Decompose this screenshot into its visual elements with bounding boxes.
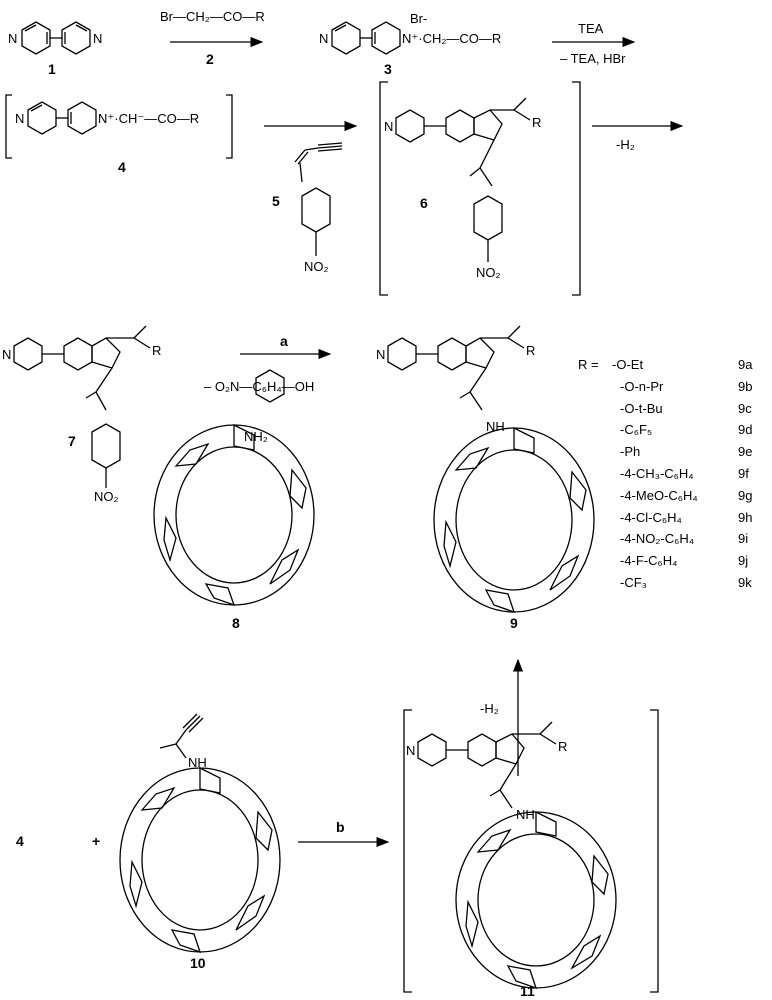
r-table-compound-id: 9k — [738, 575, 752, 590]
plus-sign: + — [92, 833, 101, 849]
r-table-compound-id: 9j — [738, 553, 749, 568]
r-group-6: R — [532, 115, 542, 130]
cyclodextrin-8-structure — [153, 423, 315, 607]
r-group-9: R — [526, 343, 536, 358]
nitro-7: NO₂ — [94, 489, 119, 504]
nitro-5: NO₂ — [304, 259, 329, 274]
r-table-substituent: -4-F-C₆H₄ — [620, 553, 678, 568]
r-table-compound-id: 9f — [738, 466, 749, 481]
r-table-compound-id: 9i — [738, 531, 749, 546]
n-label-1b: N — [93, 31, 103, 46]
compound-number-4-start: 4 — [16, 833, 24, 849]
r-table-substituent: -4-CH₃-C₆H₄ — [620, 466, 694, 481]
minus-h2-top: -H₂ — [616, 137, 635, 152]
n-plus-ch-4: N⁺·CH⁻—CO—R — [98, 111, 200, 126]
r-table-substituent: -CF₃ — [620, 575, 647, 590]
nitrophenol-leaving-group: – O₂N—C₆H₄—OH — [204, 379, 315, 394]
r-table-substituent: -4-NO₂-C₆H₄ — [620, 531, 695, 546]
r-table-substituent: -O-t-Bu — [620, 401, 663, 416]
n-label-3: N — [319, 31, 329, 46]
br-anion: Br- — [410, 11, 428, 26]
compound-4-structure — [5, 94, 233, 159]
r-table-substituent: -O-n-Pr — [620, 379, 664, 394]
compound-9-structure — [387, 325, 595, 614]
r-table-compound-id: 9b — [738, 379, 753, 394]
compound-number-4: 4 — [118, 159, 126, 175]
r-table-substituent: -4-MeO-C₆H₄ — [620, 488, 698, 503]
nh-11: NH — [516, 807, 535, 822]
r-group-7: R — [152, 343, 162, 358]
n-label-9: N — [376, 347, 386, 362]
tea-byproduct: – TEA, HBr — [560, 51, 626, 66]
r-table-substituent: -C₆F₅ — [620, 422, 653, 437]
compound-number-9: 9 — [510, 615, 518, 631]
r-group-11: R — [558, 739, 568, 754]
step-a-label: a — [280, 333, 288, 349]
r-table-compound-id: 9e — [738, 444, 753, 459]
n-label-1a: N — [8, 31, 18, 46]
compound-3-structure — [331, 21, 401, 55]
n-label-4: N — [15, 111, 25, 126]
minus-h2-bottom: -H₂ — [480, 701, 499, 716]
r-table-substituent: -4-Cl-C₆H₄ — [620, 510, 682, 525]
compound-number-3: 3 — [384, 61, 392, 77]
compound-number-6: 6 — [420, 195, 428, 211]
n-plus-ch2-3: N⁺·CH₂—CO—R — [402, 31, 502, 46]
r-table-compound-id: 9c — [738, 401, 752, 416]
r-table-substituent: -Ph — [620, 444, 641, 459]
compound-number-8: 8 — [232, 615, 240, 631]
compound-11-structure — [403, 709, 659, 993]
compound-number-2: 2 — [206, 51, 214, 67]
reagent-2-formula: Br—CH₂—CO—R — [160, 9, 265, 24]
step-b-label: b — [336, 819, 345, 835]
compound-number-5: 5 — [272, 193, 280, 209]
r-table-compound-id: 9a — [738, 357, 753, 372]
n-label-6: N — [384, 119, 394, 134]
compound-7-structure — [13, 325, 151, 488]
nitrophenol-ring — [255, 369, 285, 403]
compound-10-structure — [119, 713, 281, 954]
compound-number-11: 11 — [520, 983, 535, 999]
compound-number-10: 10 — [190, 955, 206, 971]
tea-label: TEA — [578, 21, 604, 36]
nh-9: NH — [486, 419, 505, 434]
compound-number-7: 7 — [68, 433, 76, 449]
r-table-compound-id: 9h — [738, 510, 753, 525]
n-label-11: N — [406, 743, 416, 758]
compound-number-1: 1 — [48, 61, 56, 77]
r-table-compound-id: 9g — [738, 488, 753, 503]
r-table-header: R = — [578, 357, 599, 372]
compound-1-structure — [21, 21, 91, 55]
nitro-6: NO₂ — [476, 265, 501, 280]
r-table-substituent: -O-Et — [612, 357, 644, 372]
r-table-compound-id: 9d — [738, 422, 753, 437]
nh-10: NH — [188, 755, 207, 770]
nh2-8: NH₂ — [244, 429, 268, 444]
n-label-7: N — [2, 347, 12, 362]
compound-6-structure — [379, 81, 581, 296]
compound-5-structure — [294, 142, 343, 256]
